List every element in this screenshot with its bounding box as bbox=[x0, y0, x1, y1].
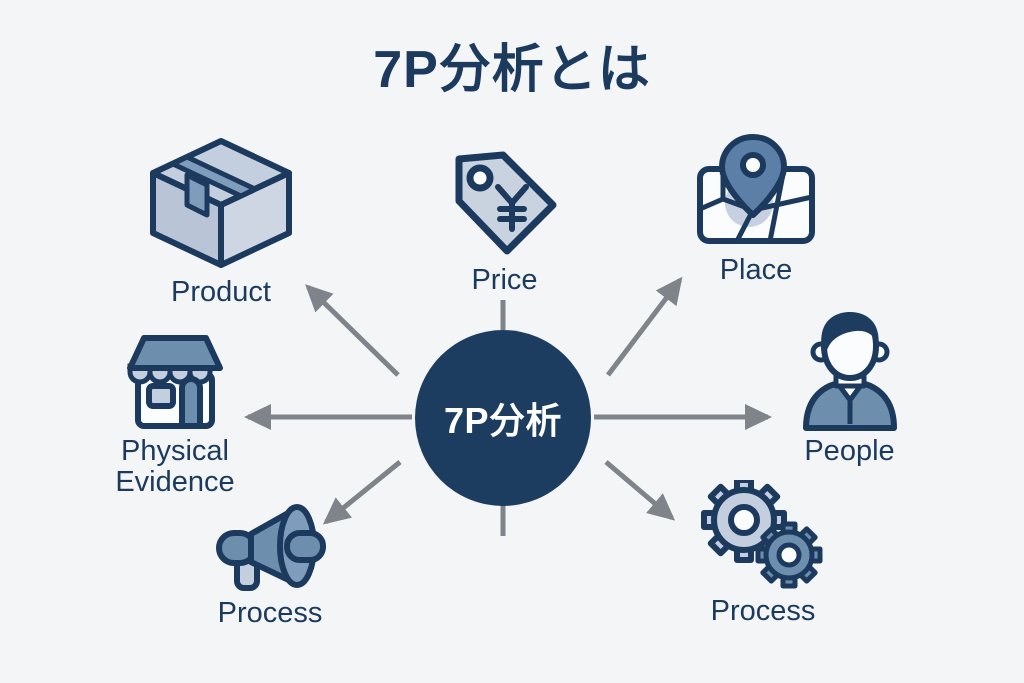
node-people[interactable]: People bbox=[777, 312, 922, 467]
center-node-label: 7P分析 bbox=[443, 400, 563, 441]
arrow-to-process-right bbox=[604, 460, 676, 521]
node-process-right-label: Process bbox=[710, 595, 816, 627]
node-physical-evidence[interactable]: Physical Evidence bbox=[90, 332, 260, 499]
box-icon bbox=[145, 133, 297, 273]
node-place[interactable]: Place bbox=[676, 133, 836, 286]
node-place-label: Place bbox=[719, 254, 793, 286]
person-icon bbox=[794, 312, 906, 432]
node-price[interactable]: Price bbox=[432, 145, 577, 296]
node-product[interactable]: Product bbox=[131, 133, 311, 308]
node-people-label: People bbox=[804, 435, 895, 467]
arrow-to-place bbox=[606, 276, 683, 377]
storefront-icon bbox=[120, 332, 230, 432]
node-price-label: Price bbox=[471, 264, 538, 296]
node-process-left-label: Process bbox=[217, 597, 323, 629]
page-title: 7P分析とは bbox=[373, 41, 651, 99]
node-product-label: Product bbox=[171, 276, 271, 308]
map-pin-icon bbox=[691, 133, 821, 251]
node-process-left[interactable]: Process bbox=[195, 500, 345, 629]
arrow-to-process-left bbox=[322, 460, 402, 525]
center-node[interactable]: 7P分析 bbox=[415, 330, 591, 506]
gears-icon bbox=[700, 477, 826, 592]
node-physical-evidence-label: Physical Evidence bbox=[115, 435, 235, 499]
megaphone-icon bbox=[211, 500, 329, 594]
arrow-to-product bbox=[305, 284, 400, 377]
node-process-right[interactable]: Process bbox=[688, 477, 838, 627]
price-tag-yen-icon bbox=[449, 145, 561, 261]
